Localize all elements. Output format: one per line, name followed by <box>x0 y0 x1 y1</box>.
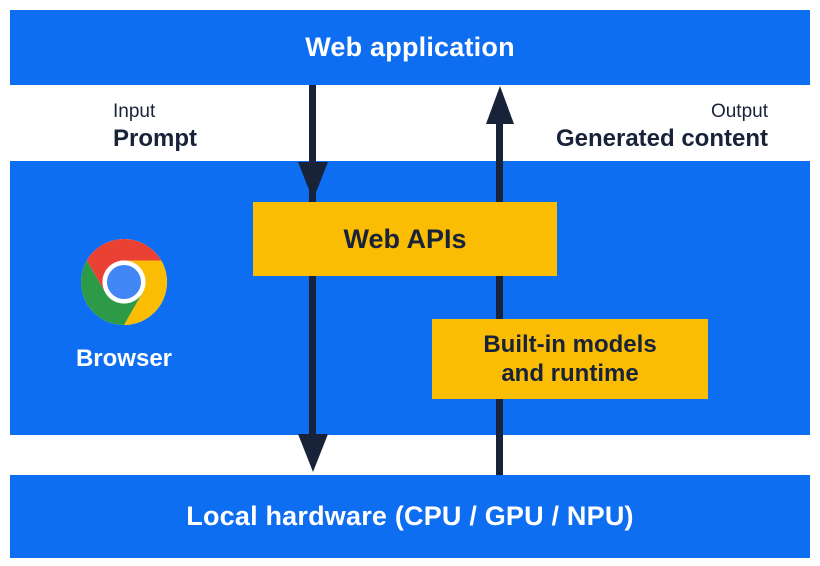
built-in-models-label-line1: Built-in models <box>483 331 657 358</box>
web-application-label: Web application <box>305 32 515 62</box>
built-in-models-label-line2: and runtime <box>501 360 639 387</box>
input-title: Input <box>113 101 156 122</box>
local-hardware-label: Local hardware (CPU / GPU / NPU) <box>186 501 634 531</box>
output-label-block: Output Generated content <box>556 99 768 153</box>
input-arrow-head-upper <box>298 162 328 200</box>
input-label-block: Input Prompt <box>113 99 197 153</box>
output-arrow-shaft <box>496 120 503 475</box>
chrome-logo-icon <box>81 239 167 325</box>
built-in-models-box: Built-in models and runtime <box>432 319 708 399</box>
browser-label: Browser <box>75 345 173 372</box>
local-hardware-band: Local hardware (CPU / GPU / NPU) <box>10 475 810 558</box>
web-apis-box: Web APIs <box>253 202 557 276</box>
input-arrow-head-lower <box>298 434 328 472</box>
input-value: Prompt <box>113 125 197 152</box>
output-title: Output <box>710 101 768 122</box>
web-apis-label: Web APIs <box>343 223 467 254</box>
output-value: Generated content <box>555 125 768 152</box>
web-application-band: Web application <box>10 10 810 85</box>
output-arrow-head <box>486 86 514 124</box>
